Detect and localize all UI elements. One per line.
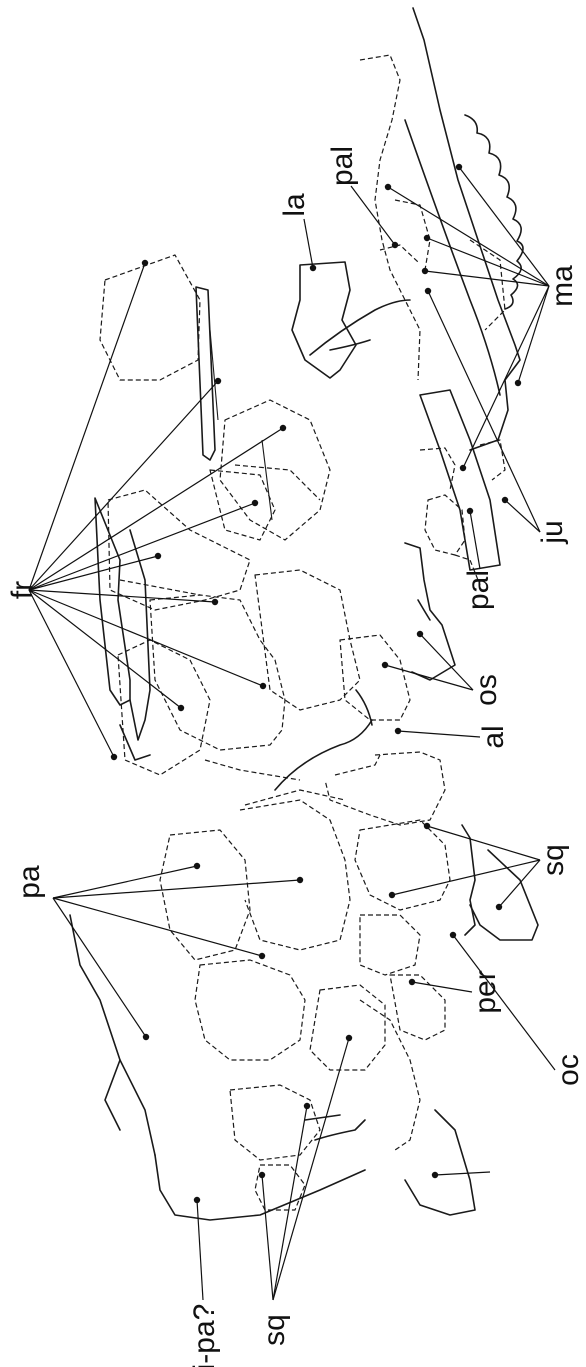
label-pa: pa (13, 865, 46, 899)
label-ma: ma (546, 265, 579, 307)
label-al: al (477, 725, 510, 748)
skull-outline (69, 7, 539, 1221)
label-sq-right: sq (537, 844, 570, 876)
label-per: per (469, 970, 502, 1013)
label-la: la (278, 193, 311, 217)
label-pal-top: pal (326, 146, 359, 186)
bone-labels: fr la pal ma ju pal os al sq per oc pa i… (6, 146, 585, 1367)
label-fr: fr (6, 581, 39, 599)
label-os: os (470, 674, 503, 706)
bone-boundaries (99, 54, 506, 1211)
label-pal-bottom: pal (462, 570, 495, 610)
leader-dots (110, 163, 522, 1204)
label-ju: ju (536, 520, 569, 544)
label-sq-left: sq (258, 1314, 291, 1346)
leader-lines (28, 166, 556, 1301)
label-oc: oc (552, 1054, 585, 1086)
label-i-pa: i-pa? (188, 1304, 221, 1367)
